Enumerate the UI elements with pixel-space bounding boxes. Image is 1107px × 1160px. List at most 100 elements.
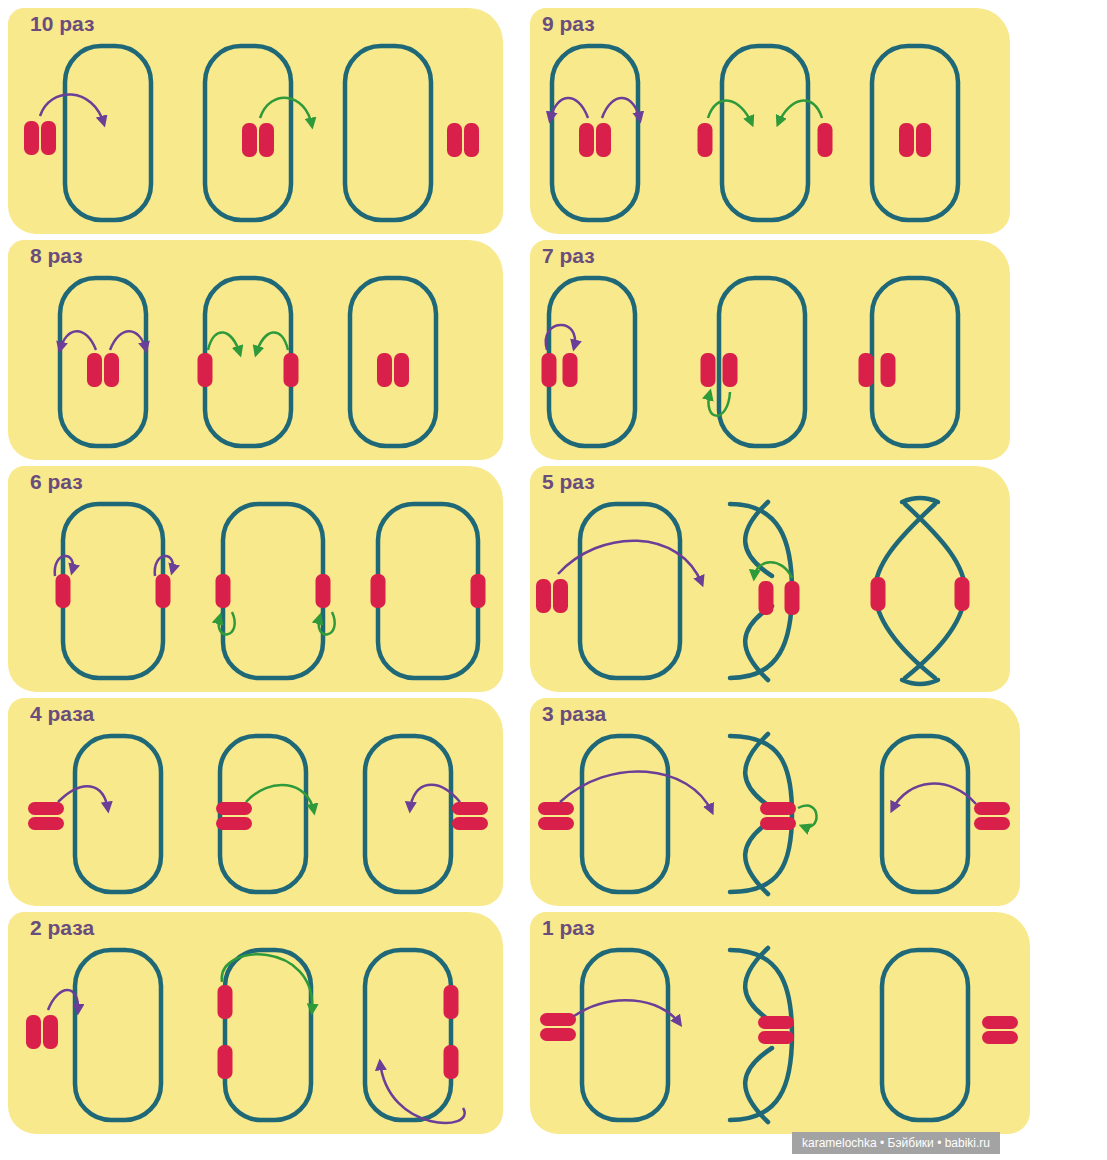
foot-mark [859, 353, 874, 387]
step-heading: 8 раз [30, 244, 83, 268]
panel-drawing [26, 950, 465, 1123]
step-heading: 5 раз [542, 470, 595, 494]
elastic-loop [65, 46, 151, 220]
elastic-loop [582, 950, 668, 1120]
step-heading: 3 раза [542, 702, 606, 726]
elastic-loop [225, 950, 311, 1120]
elastic-loop [205, 46, 291, 220]
elastic-loop [365, 950, 451, 1120]
step-panel: 8 раз [8, 240, 503, 460]
foot-mark [104, 353, 119, 387]
foot-mark [371, 574, 386, 608]
foot-mark [218, 1045, 233, 1079]
twisted-loop [902, 498, 938, 502]
move-arrow [892, 784, 976, 810]
step-panel: 10 раз [8, 8, 503, 234]
elastic-loop [872, 278, 958, 446]
step-panel: 7 раз [530, 240, 1010, 460]
twisted-loop [875, 504, 935, 678]
foot-mark [394, 353, 409, 387]
elastic-loop [882, 950, 968, 1120]
move-arrow [222, 954, 313, 1012]
move-arrow [55, 556, 73, 576]
twisted-loop [745, 606, 772, 680]
panel-drawing [28, 736, 488, 892]
move-arrow [208, 332, 240, 354]
foot-mark [701, 353, 716, 387]
move-arrow [60, 331, 96, 350]
elastic-loop [63, 504, 163, 678]
step-panel: 6 раз [8, 466, 503, 692]
foot-mark [28, 802, 64, 815]
foot-mark [377, 353, 392, 387]
twisted-loop [905, 504, 965, 678]
foot-mark [759, 581, 774, 615]
move-arrow [558, 541, 702, 584]
foot-mark [444, 1045, 459, 1079]
foot-mark [553, 579, 568, 613]
elastic-loop [365, 736, 451, 892]
foot-mark [26, 1015, 41, 1049]
foot-mark [41, 121, 56, 155]
elastic-loop [350, 278, 436, 446]
foot-mark [758, 1031, 794, 1044]
move-arrow [260, 98, 312, 126]
foot-mark [316, 574, 331, 608]
elastic-loop [223, 504, 323, 678]
step-heading: 4 раза [30, 702, 94, 726]
move-arrow [410, 785, 460, 810]
move-arrow [546, 325, 575, 350]
move-arrow [550, 98, 588, 120]
foot-mark [542, 353, 557, 387]
elastic-loop [882, 736, 968, 892]
elastic-loop [582, 736, 668, 892]
foot-mark [452, 802, 488, 815]
foot-mark [216, 574, 231, 608]
step-panel: 1 раз [530, 912, 1030, 1134]
elastic-loop [378, 504, 478, 678]
move-arrow [380, 1062, 465, 1123]
foot-mark [540, 1013, 576, 1026]
elastic-loop [719, 278, 805, 446]
twisted-loop [730, 504, 792, 678]
foot-mark [216, 817, 252, 830]
twisted-loop [902, 680, 938, 684]
move-arrow [110, 331, 146, 350]
foot-mark [723, 353, 738, 387]
foot-mark [284, 353, 299, 387]
move-arrow [58, 786, 108, 810]
foot-mark [24, 121, 39, 155]
foot-mark [974, 802, 1010, 815]
elastic-loop [722, 46, 808, 220]
foot-mark [447, 123, 462, 157]
move-arrow [256, 332, 288, 354]
step-heading: 9 раз [542, 12, 595, 36]
elastic-loop [872, 46, 958, 220]
step-panel: 2 раза [8, 912, 503, 1134]
elastic-loop [345, 46, 431, 220]
move-arrow [246, 785, 314, 812]
foot-mark [871, 577, 886, 611]
foot-mark [216, 802, 252, 815]
move-arrow [155, 556, 173, 576]
twisted-loop [730, 950, 792, 1120]
elastic-loop [220, 736, 306, 892]
foot-mark [198, 353, 213, 387]
twisted-loop [745, 734, 772, 808]
panel-drawing [60, 278, 436, 446]
foot-mark [916, 123, 931, 157]
panel-drawing [538, 734, 1010, 894]
foot-mark [955, 577, 970, 611]
move-arrow [219, 612, 235, 634]
panel-drawing [24, 46, 479, 220]
elastic-loop [580, 504, 680, 678]
foot-mark [982, 1016, 1018, 1029]
step-heading: 7 раз [542, 244, 595, 268]
step-panel: 4 раза [8, 698, 503, 906]
step-panel: 9 раз [530, 8, 1010, 234]
foot-mark [156, 574, 171, 608]
twisted-loop [745, 1048, 772, 1122]
move-arrow [319, 612, 335, 634]
